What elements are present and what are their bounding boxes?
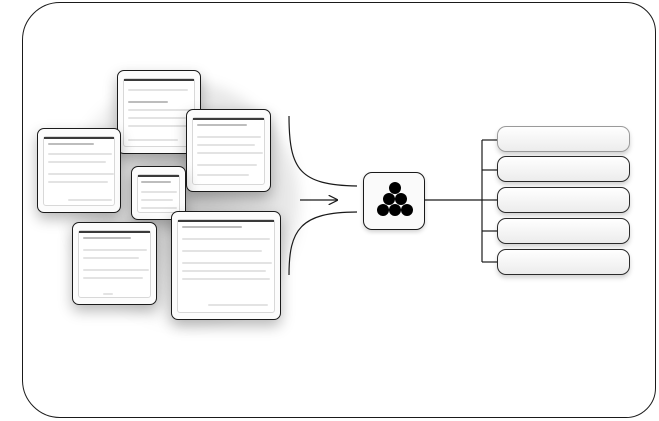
processing-hub (363, 172, 425, 230)
output-item (497, 249, 630, 275)
merge-curve-bottom (288, 211, 358, 276)
output-item (497, 126, 630, 152)
source-document (171, 211, 281, 320)
source-document (131, 166, 186, 220)
source-document (37, 128, 121, 213)
output-item (497, 187, 630, 213)
source-document (186, 109, 271, 192)
stacked-spheres-icon (377, 182, 413, 216)
source-document (72, 222, 157, 305)
merge-curve-top (288, 115, 358, 187)
output-item (497, 156, 630, 182)
output-item (497, 218, 630, 244)
